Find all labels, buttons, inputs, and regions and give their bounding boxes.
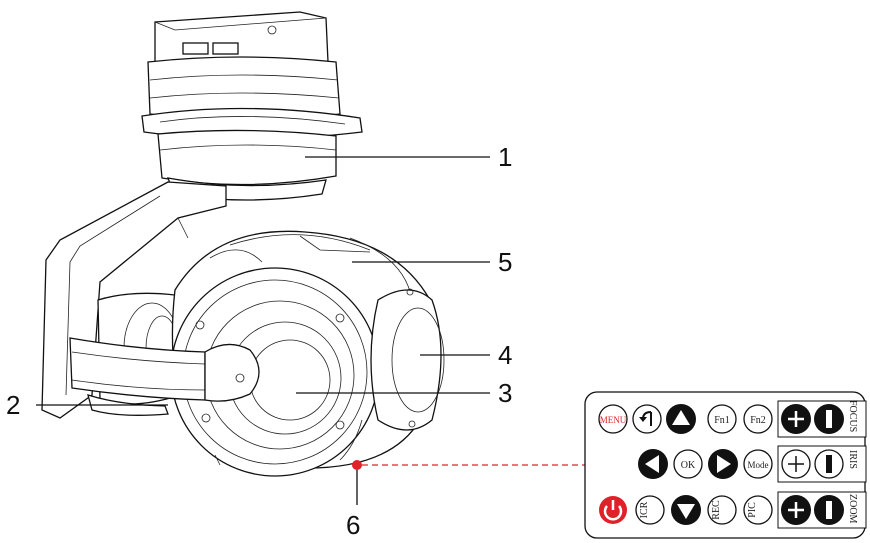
arrow-right-icon [717, 455, 731, 473]
plus-icon [788, 411, 804, 427]
minus-icon [826, 455, 832, 473]
callout-lines [36, 156, 490, 505]
arrow-up-icon [672, 410, 690, 425]
fn2-button[interactable] [743, 404, 773, 434]
fn2-label: Fn2 [750, 415, 766, 426]
plus-icon [788, 502, 804, 518]
callout-1: 1 [498, 142, 512, 172]
callout-6: 6 [346, 510, 360, 540]
callout-3: 3 [498, 378, 512, 408]
iris-label: IRIS [847, 450, 858, 469]
fn1-label: Fn1 [714, 415, 730, 426]
remote-control: MENU Fn1 Fn2 FOCUS OK Mode [584, 391, 867, 539]
menu-button[interactable] [598, 404, 628, 434]
top-motor [141, 11, 363, 201]
icr-button[interactable] [635, 495, 665, 525]
ir-receiver-dot [352, 460, 362, 470]
mode-label: Mode [748, 460, 769, 470]
arrow-left-icon [645, 455, 659, 473]
clamp-bar [69, 337, 260, 416]
power-icon [603, 500, 623, 521]
callout-4: 4 [498, 340, 512, 370]
ir-link [352, 460, 602, 470]
ok-label: OK [681, 460, 696, 471]
fn1-button[interactable] [707, 404, 737, 434]
ok-button[interactable] [673, 449, 703, 479]
mode-button[interactable] [743, 449, 773, 479]
back-button[interactable] [632, 404, 662, 434]
zoom-label: ZOOM [847, 494, 858, 524]
rec-label: REC [711, 500, 722, 520]
minus-icon [826, 410, 832, 428]
pic-label: PIC [747, 502, 758, 518]
menu-label: MENU [600, 415, 627, 425]
arrow-down-icon [677, 504, 695, 519]
plus-icon [788, 456, 804, 472]
pic-button[interactable] [743, 495, 773, 525]
rec-button[interactable] [707, 495, 737, 525]
return-icon [639, 411, 652, 426]
icr-label: ICR [639, 501, 650, 518]
callout-5: 5 [498, 247, 512, 277]
minus-icon [826, 501, 832, 519]
callout-2: 2 [6, 390, 20, 420]
focus-label: FOCUS [847, 400, 858, 432]
